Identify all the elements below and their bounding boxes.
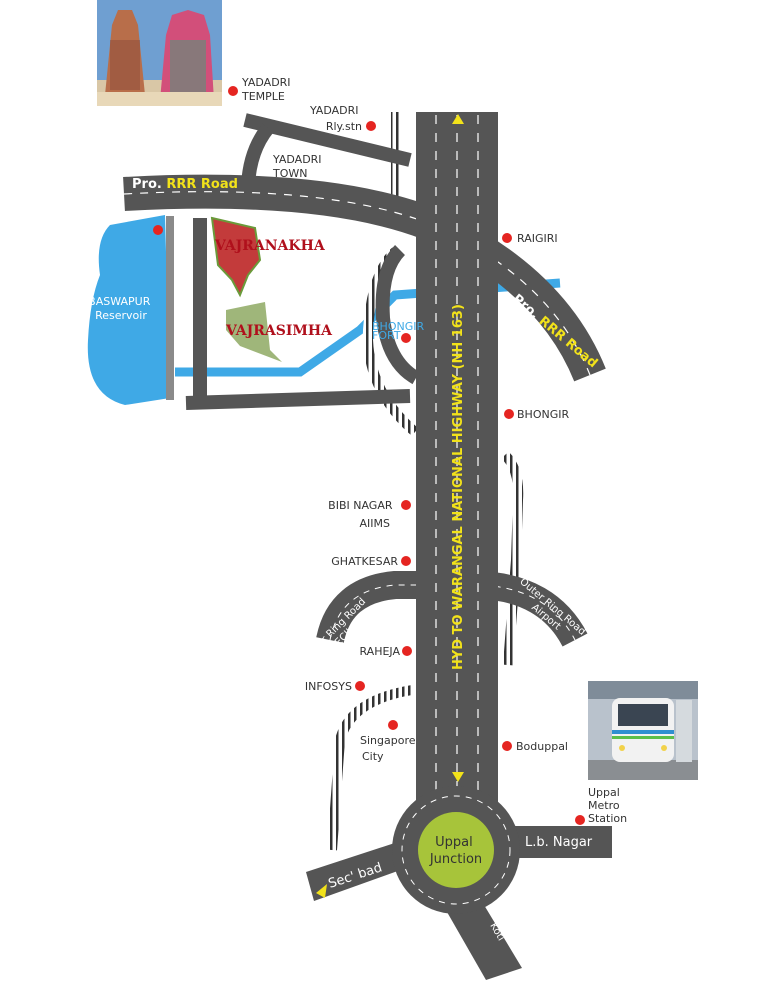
infosys-marker [355,681,365,691]
infosys-label: INFOSYS [305,680,352,693]
junction-label: Uppal Junction [429,835,482,867]
location-markers [228,86,585,825]
yadadri-temple-photo [97,0,222,106]
boduppal-marker [502,741,512,751]
bhongir-fort-marker [401,333,411,343]
yadadri-town-label: YADADRI TOWN [272,153,325,180]
yadadri-temple-marker [228,86,238,96]
singapore-city-marker [388,720,398,730]
lb-nagar-label: L.b. Nagar [525,835,593,850]
bibi-nagar-label: BIBI NAGAR AIIMS [328,499,396,530]
reservoir-label: BASWAPUR Reservoir [88,295,154,322]
vajrasimha-label: VAJRASIMHA [225,323,333,339]
highway-label: HYD TO WARANGAL NATIONAL HIGHWAY (NH 163… [451,304,466,670]
raigiri-label: RAIGIRI [517,232,558,245]
bibi-nagar-marker [401,500,411,510]
rrr-road-label-left: Pro. RRR Road [132,177,238,192]
uppal-junction-circle [418,812,494,888]
uppal-metro-photo [588,681,698,780]
vajranakha-label: VAJRANAKHA [214,238,326,254]
uppal-metro-marker [575,815,585,825]
raheja-marker [402,646,412,656]
bhongir-fort-label: BHONGIR FORT [372,320,428,342]
ghatkesar-label: GHATKESAR [331,555,398,568]
vajranakha-plot [210,216,262,298]
bhongir-marker [504,409,514,419]
boduppal-label: Boduppal [516,740,568,753]
yadadri-rly-label: YADADRI Rly.stn [309,104,362,133]
reservoir-embankment [166,216,174,400]
yadadri-temple-label: YADADRI TEMPLE [241,76,294,103]
uppal-metro-label: Uppal Metro Station [588,786,627,825]
yadadri-rly-marker [366,121,376,131]
raigiri-marker [502,233,512,243]
vajrasimha-plot [226,302,282,362]
singapore-city-label: Singapore City [360,734,419,763]
raheja-label: RAHEJA [359,645,400,658]
junction-roads [306,826,612,980]
ghatkesar-marker [401,556,411,566]
baswapur-reservoir [87,215,170,405]
reservoir-marker [153,225,163,235]
bhongir-label: BHONGIR [517,408,569,421]
